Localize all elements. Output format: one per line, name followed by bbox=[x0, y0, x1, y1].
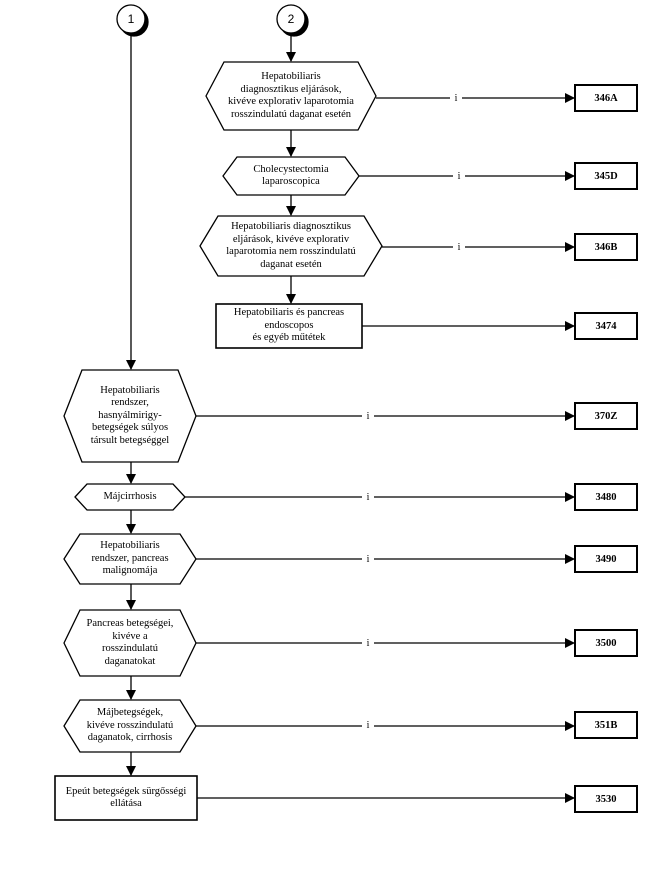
hexagon-sulyos-tarsult bbox=[63, 369, 197, 463]
code-box-3 bbox=[574, 233, 638, 261]
node-hepatobiliaris-diag-malignant: Hepatobiliaris diagnosztikus eljárások, … bbox=[228, 71, 354, 120]
code-3530: 3530 bbox=[595, 793, 617, 805]
node-majbetegsegek: Májbetegségek, kivéve rosszindulatú daga… bbox=[86, 707, 174, 744]
node-majcirrhosis: Májcirrhosis bbox=[103, 490, 157, 502]
code-3500: 3500 bbox=[595, 637, 617, 649]
connector-2-circle bbox=[276, 4, 306, 34]
code-box-1 bbox=[574, 84, 638, 112]
hexagon-hepatobiliaris-diag-nonmalignant bbox=[199, 215, 383, 277]
connector-2: 2 bbox=[273, 1, 309, 37]
box-epeut-surgossegi bbox=[54, 775, 198, 821]
hexagon-malignoma bbox=[63, 533, 197, 585]
node-malignoma: Hepatobiliaris rendszer, pancreas malign… bbox=[91, 540, 169, 577]
branch-label-5: i bbox=[362, 410, 374, 422]
code-box-7 bbox=[574, 545, 638, 573]
code-345D: 345D bbox=[594, 170, 618, 182]
code-351B: 351B bbox=[594, 719, 618, 731]
branch-label-7: i bbox=[362, 553, 374, 565]
connector-1-circle bbox=[116, 4, 146, 34]
node-hepatobiliaris-diag-nonmalignant: Hepatobiliaris diagnosztikus eljárások, … bbox=[226, 221, 356, 270]
code-346A: 346A bbox=[594, 92, 618, 104]
hexagon-majcirrhosis bbox=[74, 483, 186, 511]
hexagon-hepatobiliaris-diag-malignant bbox=[205, 61, 377, 131]
code-box-2 bbox=[574, 162, 638, 190]
hexagon-pancreas-betegsegei bbox=[63, 609, 197, 677]
code-370Z: 370Z bbox=[594, 410, 618, 422]
code-box-8 bbox=[574, 629, 638, 657]
node-epeut-surgossegi: Epeút betegségek sürgősségi ellátása bbox=[65, 785, 187, 810]
code-3474: 3474 bbox=[595, 320, 617, 332]
branch-label-3: i bbox=[453, 241, 465, 253]
connector-2-label: 2 bbox=[287, 12, 295, 26]
code-346B: 346B bbox=[594, 241, 618, 253]
connector-1: 1 bbox=[113, 1, 149, 37]
node-cholecystectomia: Cholecystectomia laparoscopica bbox=[253, 163, 329, 188]
code-box-4 bbox=[574, 312, 638, 340]
hexagon-cholecystectomia bbox=[222, 156, 360, 196]
node-pancreas-betegsegei: Pancreas betegségei, kivéve a rosszindul… bbox=[86, 618, 174, 667]
node-sulyos-tarsult: Hepatobiliaris rendszer, hasnyálmirigy- … bbox=[90, 384, 170, 446]
hexagon-majbetegsegek bbox=[63, 699, 197, 753]
branch-label-6: i bbox=[362, 491, 374, 503]
code-3490: 3490 bbox=[595, 553, 617, 565]
box-endoscopos-mutetek bbox=[215, 303, 363, 349]
node-endoscopos-muteteK: Hepatobiliaris és pancreas endoscopos és… bbox=[233, 307, 345, 344]
branch-label-1: i bbox=[450, 92, 462, 104]
connector-1-label: 1 bbox=[127, 12, 135, 26]
code-3480: 3480 bbox=[595, 491, 617, 503]
code-box-6 bbox=[574, 483, 638, 511]
code-box-9 bbox=[574, 711, 638, 739]
branch-label-2: i bbox=[453, 170, 465, 182]
branch-label-8: i bbox=[362, 637, 374, 649]
branch-label-9: i bbox=[362, 719, 374, 731]
code-box-10 bbox=[574, 785, 638, 813]
code-box-5 bbox=[574, 402, 638, 430]
